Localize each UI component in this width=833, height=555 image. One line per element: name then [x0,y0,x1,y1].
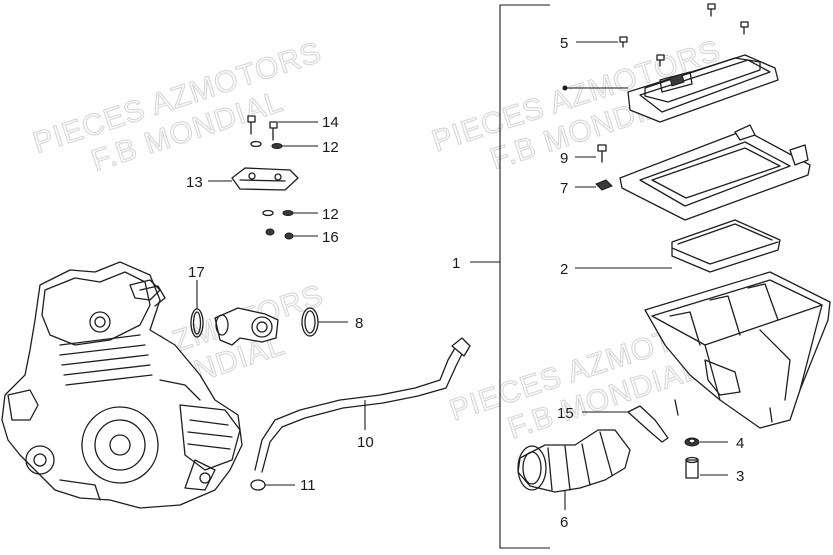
airbox-body [644,271,831,429]
callout-8: 8 [355,315,363,332]
part-16-nuts [265,228,318,240]
callout-12-lower: 12 [322,206,339,223]
part-12-washers-upper [250,140,318,149]
airbox-lid [562,54,779,123]
leader-dot [562,85,568,91]
throttle-body [214,307,279,346]
part-15-band [582,405,669,443]
callout-5: 5 [560,35,568,52]
callout-15: 15 [557,405,574,422]
engine-illustration [1,261,243,509]
callout-17: 17 [188,264,205,281]
part-7-clip [575,179,613,191]
callout-12-upper: 12 [322,139,339,156]
callout-4: 4 [736,435,744,452]
part-10-breather-hose [254,337,471,473]
callout-3: 3 [736,468,744,485]
part-17-o-ring [190,280,204,338]
callout-13: 13 [186,174,203,191]
part-14-bolts [247,115,318,141]
part-6-intake-boot [517,429,631,510]
part-13-sensor-module [208,167,299,191]
callout-16: 16 [322,229,339,246]
callout-7: 7 [560,180,568,197]
part-9-screw [575,144,607,163]
part-5-screws [576,3,749,67]
callout-1: 1 [452,255,460,272]
callout-11: 11 [300,477,316,494]
assembly-bracket [470,4,550,549]
part-8-hose-clamp [301,307,348,337]
callout-6: 6 [560,514,568,531]
part-2-filter-element [575,219,781,273]
part-4-clip [684,437,728,447]
callout-14: 14 [322,114,339,131]
part-12-washers-lower [262,209,318,217]
callout-9: 9 [560,150,568,167]
callout-2: 2 [560,261,568,278]
air-filter-frame [619,124,811,221]
part-3-drain-plug [685,456,728,479]
callout-10: 10 [357,434,374,451]
part-11-small-clamp [250,479,295,491]
